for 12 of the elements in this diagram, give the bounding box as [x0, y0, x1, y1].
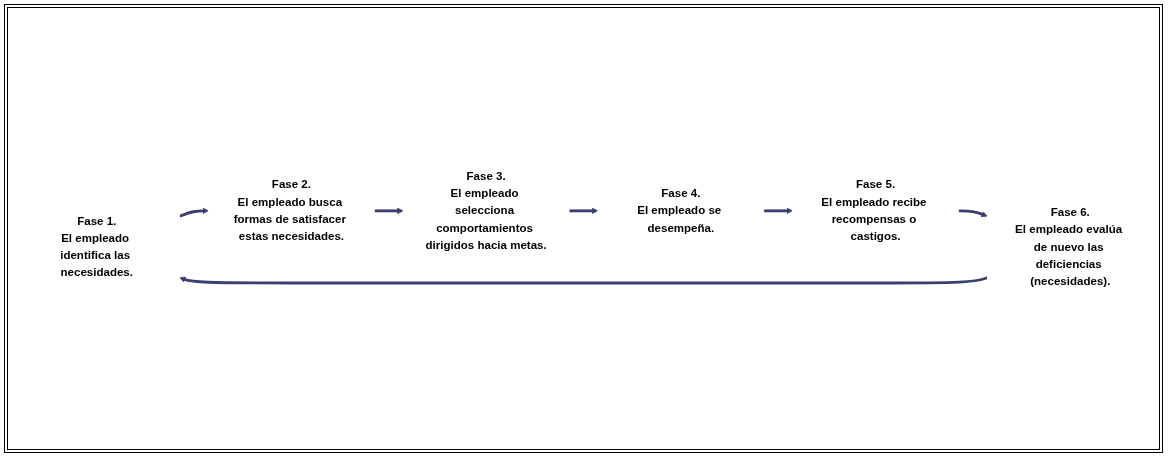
node-text: Fase 6. El empleado evalúa de nuevo las deficiencias (necesidades). — [1015, 205, 1123, 287]
arrow — [179, 207, 209, 218]
arrow — [763, 207, 793, 214]
arrow — [374, 207, 404, 214]
arrow — [569, 207, 599, 214]
node-text: Fase 3. El empleado selecciona comportamientos dirigidos hacia metas. — [425, 169, 547, 251]
node-text: Fase 1. El empleado identifica las necesidades. — [60, 214, 133, 279]
node-text: Fase 5. El empleado recibe recompensas o castigos. — [821, 178, 927, 243]
node-text: Fase 2. El empleado busca formas de satisfacer estas necesidades. — [233, 178, 346, 243]
node-text: Fase 4. El empleado se desempeña. — [637, 186, 722, 234]
arrow — [179, 275, 988, 284]
arrow — [958, 209, 988, 217]
